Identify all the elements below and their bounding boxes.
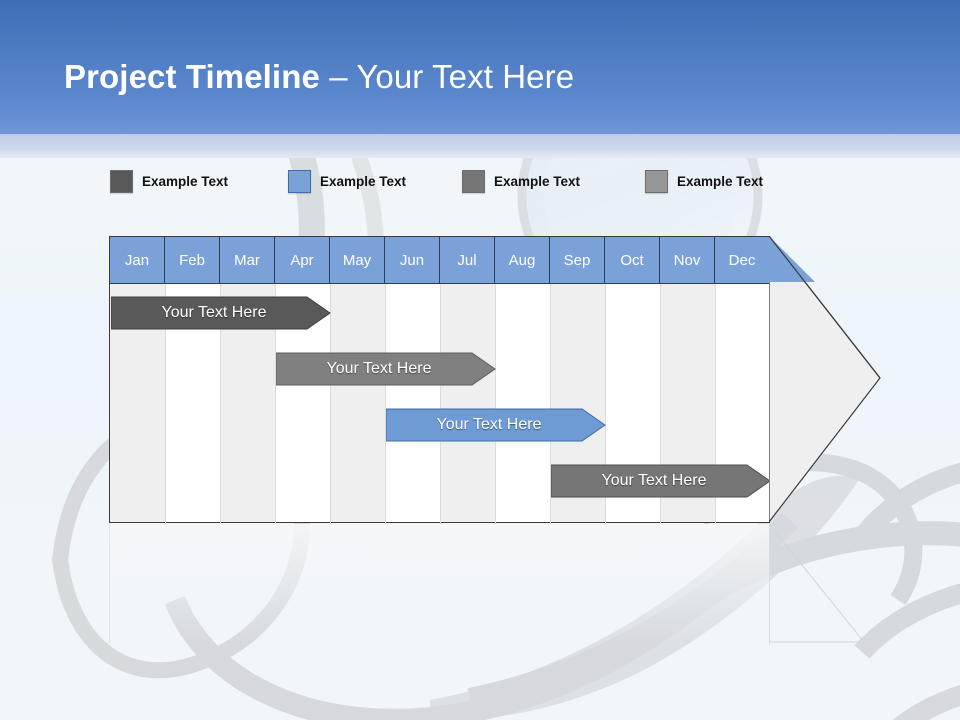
task-bar-shape: [386, 408, 606, 442]
month-header-apr[interactable]: Apr: [275, 237, 330, 284]
month-header-feb[interactable]: Feb: [165, 237, 220, 284]
legend-item-4[interactable]: Example Text: [645, 168, 763, 194]
task-bar-shape: [276, 352, 496, 386]
month-header-aug[interactable]: Aug: [495, 237, 550, 284]
month-header-jan[interactable]: Jan: [110, 237, 165, 284]
legend-swatch-icon: [110, 169, 133, 193]
month-column-feb: [165, 237, 220, 522]
legend-item-3[interactable]: Example Text: [462, 168, 580, 194]
month-header-oct[interactable]: Oct: [605, 237, 660, 284]
task-bar-1[interactable]: Your Text Here: [111, 296, 331, 330]
column-separator: [660, 284, 661, 524]
task-bar-shape: [551, 464, 771, 498]
month-column-mar: [220, 237, 275, 522]
task-bar-2[interactable]: Your Text Here: [276, 352, 496, 386]
legend-swatch-icon: [462, 169, 485, 193]
legend-item-label: Example Text: [320, 173, 407, 189]
page-title-bold: Project Timeline: [64, 58, 320, 95]
timeline-arrow-head: [769, 236, 881, 523]
column-separator: [440, 284, 441, 524]
column-separator: [385, 284, 386, 524]
task-bar-label: Your Text Here: [161, 304, 267, 321]
task-bar-label: Your Text Here: [326, 360, 432, 377]
legend-swatch-icon: [645, 169, 668, 193]
header-underline: [110, 283, 769, 284]
task-bar-4[interactable]: Your Text Here: [551, 464, 771, 498]
legend-item-2[interactable]: Example Text: [288, 168, 406, 194]
title-band: [0, 0, 960, 134]
legend-item-1[interactable]: Example Text: [110, 168, 228, 194]
column-separator: [715, 284, 716, 524]
month-column-aug: [495, 237, 550, 522]
month-header-mar[interactable]: Mar: [220, 237, 275, 284]
task-bar-3[interactable]: Your Text Here: [386, 408, 606, 442]
page-title: Project Timeline – Your Text Here: [64, 58, 574, 96]
task-bar-shape: [111, 296, 331, 330]
column-separator: [275, 284, 276, 524]
legend-item-label: Example Text: [677, 173, 764, 189]
column-separator: [220, 284, 221, 524]
month-header-sep[interactable]: Sep: [550, 237, 605, 284]
column-separator: [550, 284, 551, 524]
page-title-rest: – Your Text Here: [319, 58, 575, 95]
title-underband: [0, 134, 960, 158]
month-header-jun[interactable]: Jun: [385, 237, 440, 284]
column-separator: [330, 284, 331, 524]
legend-item-label: Example Text: [142, 173, 229, 189]
month-column-jan: [110, 237, 165, 522]
legend: Example Text Example Text Example Text Exam…: [110, 168, 810, 196]
month-header-nov[interactable]: Nov: [660, 237, 715, 284]
task-bar-label: Your Text Here: [601, 472, 707, 489]
chart-reflection-arrow: [769, 524, 866, 643]
month-header-dec[interactable]: Dec: [715, 237, 770, 284]
month-header-may[interactable]: May: [330, 237, 385, 284]
month-header-jul[interactable]: Jul: [440, 237, 495, 284]
legend-swatch-icon: [288, 169, 311, 193]
column-separator: [605, 284, 606, 524]
chart-reflection: [109, 524, 770, 644]
column-separator: [495, 284, 496, 524]
task-bar-label: Your Text Here: [436, 416, 542, 433]
column-separator: [165, 284, 166, 524]
legend-item-label: Example Text: [494, 173, 581, 189]
